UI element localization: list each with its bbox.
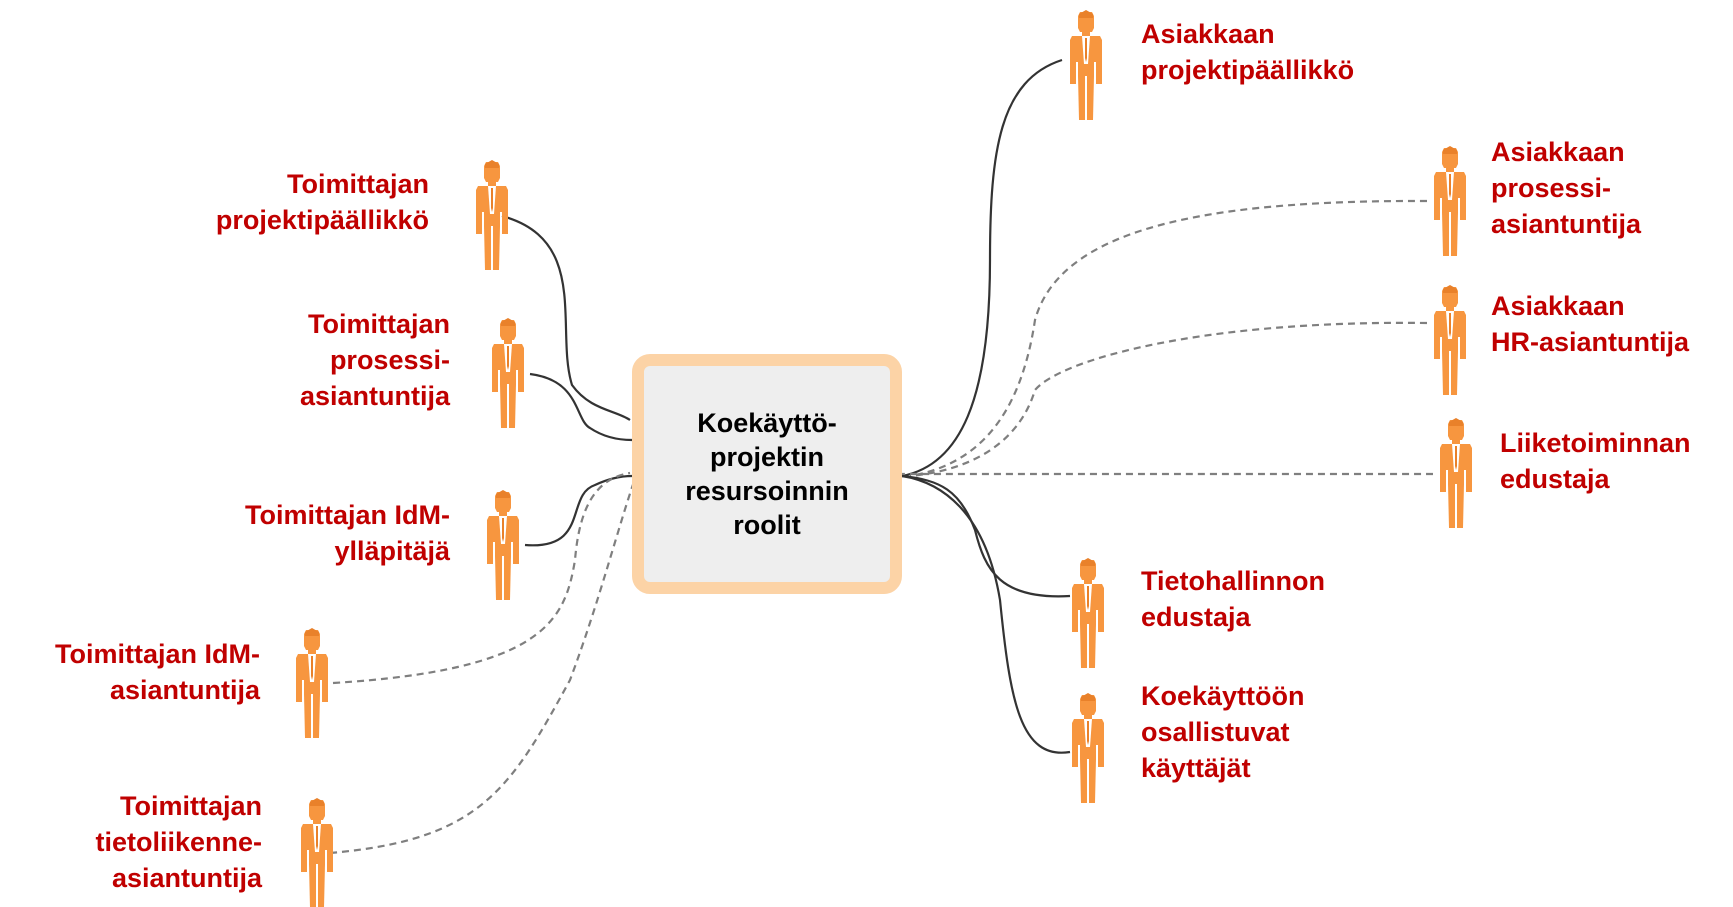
- connector-toimittajan-idm-asiantuntija: [332, 471, 631, 685]
- person-icon: [476, 160, 508, 270]
- role-label-asiakkaan-prosessiasiantuntija: Asiakkaan prosessi- asiantuntija: [1491, 137, 1642, 239]
- connector-koekayttoon-osallistuvat: [901, 474, 1071, 754]
- center-title: Koekäyttö- projektin resursoinnin roolit: [685, 408, 849, 540]
- person-icon: [492, 318, 524, 428]
- role-label-tietohallinnon-edustaja: Tietohallinnon edustaja: [1141, 566, 1325, 632]
- person-icon: [1072, 693, 1104, 803]
- role-label-koekayttoon-osallistuvat: Koekäyttöön osallistuvat käyttäjät: [1141, 681, 1305, 783]
- connector-asiakkaan-projektipaallikko: [901, 58, 1063, 478]
- role-label-toimittajan-prosessiasiantuntija: Toimittajan prosessi- asiantuntija: [299, 309, 450, 411]
- person-icon: [1070, 10, 1102, 120]
- role-label-asiakkaan-projektipaallikko: Asiakkaan projektipäällikkö: [1141, 19, 1355, 85]
- connector-tietohallinnon-edustaja: [901, 474, 1071, 598]
- role-label-toimittajan-idm-asiantuntija: Toimittajan IdM- asiantuntija: [55, 639, 260, 705]
- role-label-toimittajan-projektipaallikko: Toimittajan projektipäällikkö: [215, 169, 429, 235]
- connector-toimittajan-idm-yllapitaja: [524, 474, 633, 547]
- person-icon: [487, 490, 519, 600]
- center-node: Koekäyttö- projektin resursoinnin roolit: [632, 354, 902, 594]
- person-icon: [1072, 558, 1104, 668]
- role-label-asiakkaan-hr-asiantuntija: Asiakkaan HR-asiantuntija: [1491, 291, 1690, 357]
- connector-toimittajan-tietoliikenneasiantuntija: [329, 472, 639, 855]
- connector-asiakkaan-prosessiasiantuntija: [909, 199, 1428, 478]
- person-icon: [301, 798, 333, 907]
- role-label-liiketoiminnan-edustaja: Liiketoiminnan edustaja: [1500, 428, 1691, 494]
- person-icon: [1440, 418, 1472, 528]
- person-icon: [1434, 146, 1466, 256]
- connector-toimittajan-prosessiasiantuntija: [529, 372, 633, 442]
- role-label-toimittajan-tietoliikenneasiantuntija: Toimittajan tietoliikenne- asiantuntija: [95, 791, 262, 893]
- connector-toimittajan-projektipaallikko: [501, 214, 631, 421]
- connector-asiakkaan-hr-asiantuntija: [909, 321, 1428, 478]
- role-label-toimittajan-idm-yllapitaja: Toimittajan IdM- ylläpitäjä: [245, 500, 450, 566]
- person-icon: [1434, 285, 1466, 395]
- person-icon: [296, 628, 328, 738]
